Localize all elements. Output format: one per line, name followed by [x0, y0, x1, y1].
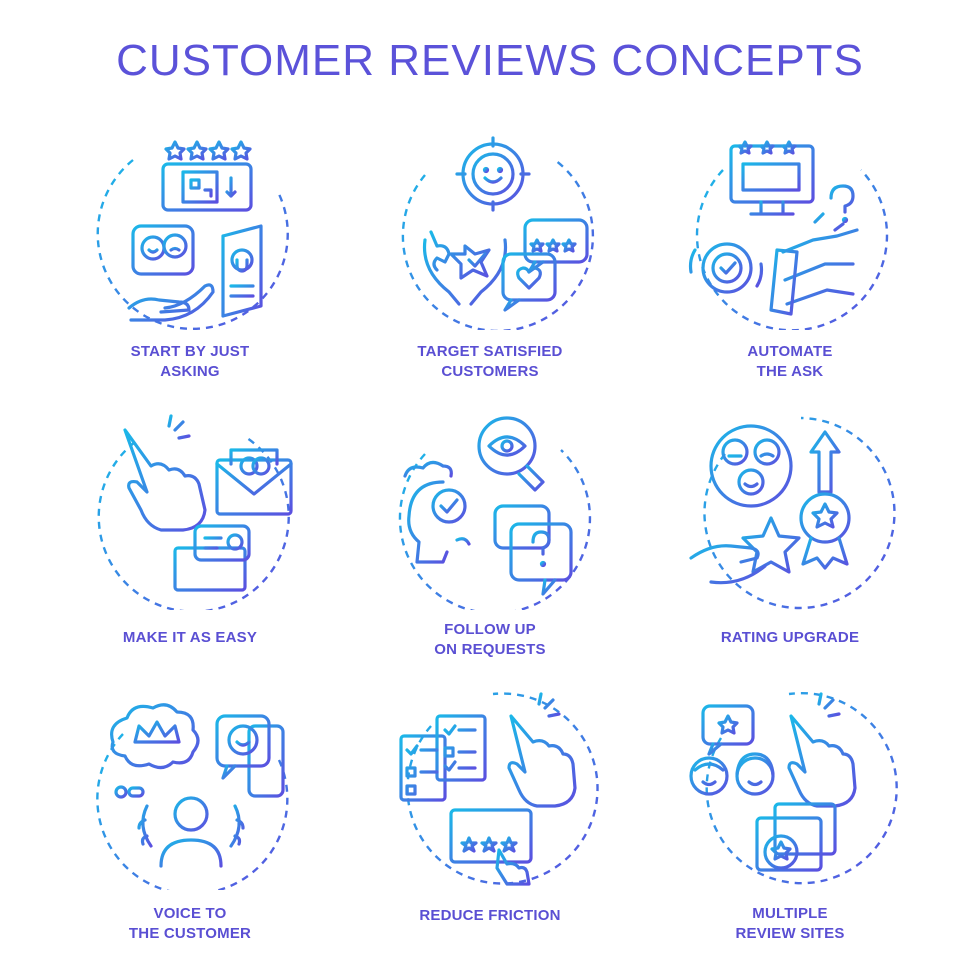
concept-label: START BY JUST ASKING	[130, 343, 250, 380]
concept-label: AUTOMATE THE ASK	[747, 343, 833, 380]
people-browser-star-icon	[689, 692, 898, 885]
concept-automate-the-ask: AUTOMATE THE ASK	[665, 130, 915, 380]
page-title: CUSTOMER REVIEWS CONCEPTS	[116, 36, 864, 85]
concept-label: VOICE TO THE CUSTOMER	[128, 905, 252, 942]
qr-review-asking-icon	[96, 140, 289, 330]
head-magnifier-icon	[398, 416, 592, 610]
concept-reduce-friction: REDUCE FRICTION	[365, 690, 615, 924]
concept-label: RATING UPGRADE	[720, 629, 860, 646]
concept-label: REDUCE FRICTION	[419, 907, 561, 924]
emoji-star-badge-icon	[689, 416, 896, 610]
concept-label: FOLLOW UP ON REQUESTS	[434, 621, 546, 658]
crown-thought-icon	[96, 703, 289, 890]
robot-gear-icon	[688, 140, 889, 330]
checklist-click-icon	[399, 692, 599, 886]
concept-target-satisfied-customers: TARGET SATISFIED CUSTOMERS	[365, 130, 615, 380]
target-smile-icon	[401, 136, 595, 330]
concept-start-by-just-asking: START BY JUST ASKING	[65, 130, 315, 380]
concept-rating-upgrade: RATING UPGRADE	[665, 410, 915, 646]
concept-voice-to-the-customer: VOICE TO THE CUSTOMER	[65, 690, 315, 942]
concept-label: TARGET SATISFIED CUSTOMERS	[417, 343, 563, 380]
concept-label: MAKE IT AS EASY	[122, 629, 258, 646]
concept-make-it-as-easy: MAKE IT AS EASY	[65, 410, 315, 646]
click-envelope-icon	[97, 414, 293, 610]
concept-multiple-review-sites: MULTIPLE REVIEW SITES	[665, 690, 915, 942]
concept-label: MULTIPLE REVIEW SITES	[735, 905, 845, 942]
concept-follow-up-on-requests: FOLLOW UP ON REQUESTS	[365, 410, 615, 658]
